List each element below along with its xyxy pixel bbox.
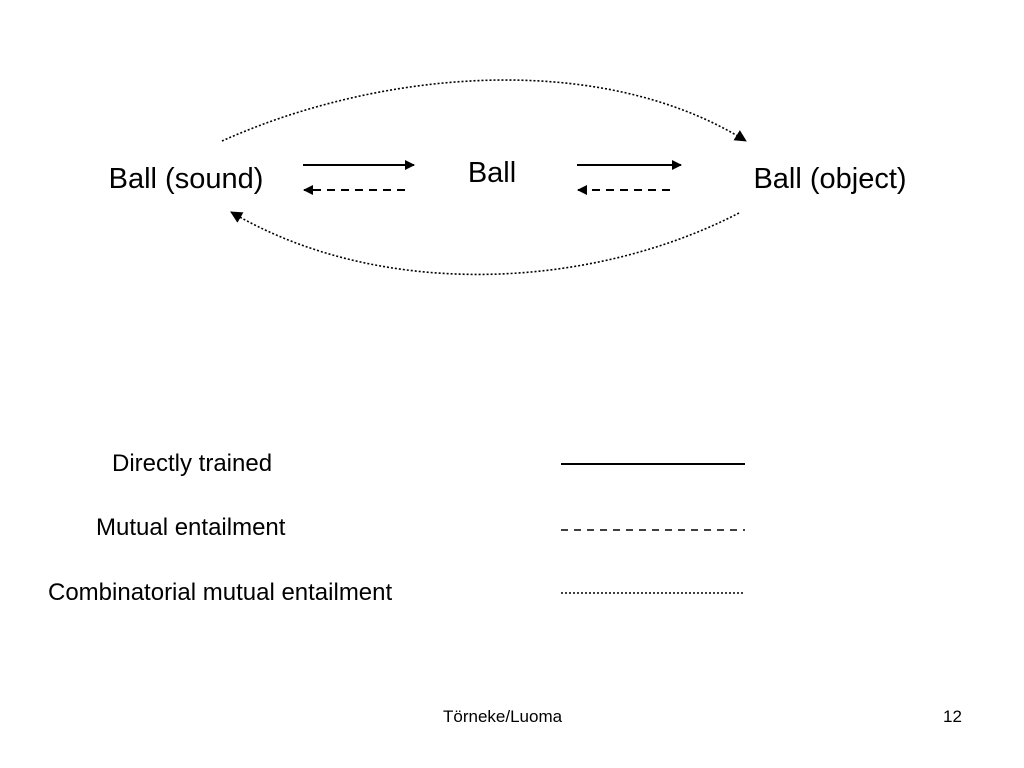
legend-label-directly-trained: Directly trained bbox=[112, 450, 273, 477]
node-ball-word: Ball bbox=[468, 157, 516, 189]
legend-label-combinatorial-mutual-entailment: Combinatorial mutual entailment bbox=[48, 579, 393, 606]
node-ball-sound: Ball (sound) bbox=[109, 163, 264, 195]
legend-label-mutual-entailment: Mutual entailment bbox=[96, 514, 286, 541]
arc-sound-to-object-combinatorial bbox=[221, 79, 747, 142]
footer-author: Törneke/Luoma bbox=[443, 707, 563, 726]
node-ball-object: Ball (object) bbox=[753, 163, 906, 195]
arc-object-to-sound-combinatorial bbox=[230, 211, 740, 276]
page-number: 12 bbox=[943, 707, 962, 726]
